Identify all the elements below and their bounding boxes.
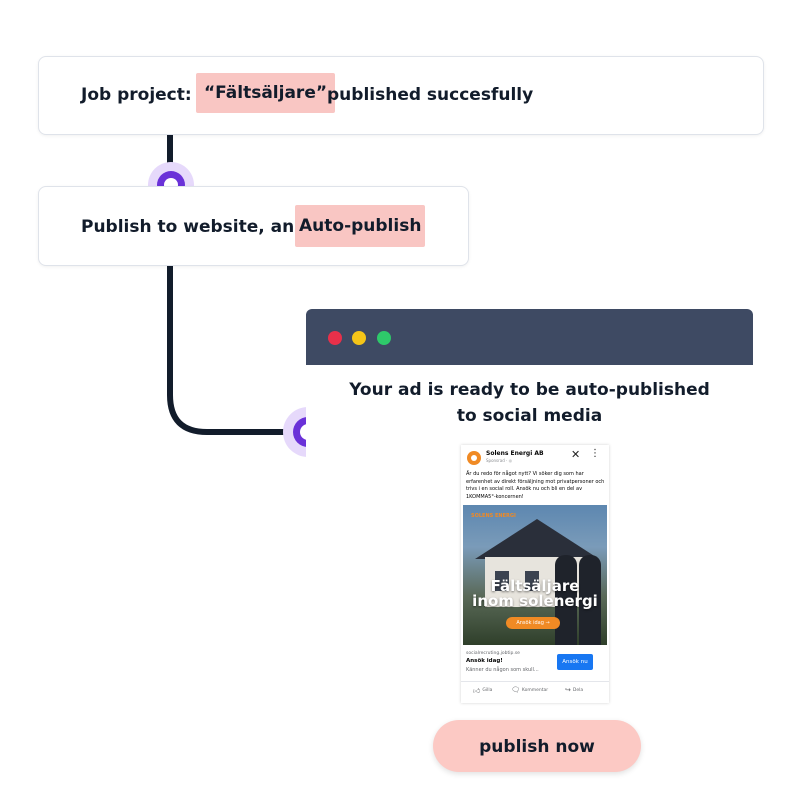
company-avatar bbox=[467, 451, 481, 465]
ready-heading-line-2: to social media bbox=[456, 406, 603, 426]
apply-now-button[interactable]: Ansök nu bbox=[557, 654, 593, 670]
ready-heading-line-1: Your ad is ready to be auto-published bbox=[349, 380, 710, 400]
auto-publish-highlight: Auto-publish bbox=[295, 205, 426, 247]
ad-image: SOLENS ENERGI Fältsäljare inom solenergi… bbox=[463, 505, 607, 645]
like-label: Gilla bbox=[482, 688, 493, 693]
link-description: Känner du någon som skull... bbox=[466, 667, 539, 673]
share-label: Dela bbox=[572, 687, 584, 693]
like-action[interactable]: 👍︎ Gilla bbox=[473, 686, 492, 695]
comment-icon: 🗨︎ bbox=[511, 686, 520, 694]
job-project-label: Job project: bbox=[81, 85, 192, 105]
browser-content: Your ad is ready to be auto-published to… bbox=[306, 365, 753, 755]
thumbs-up-icon: 👍︎ bbox=[473, 687, 481, 695]
link-headline: Ansök idag! bbox=[466, 658, 503, 664]
browser-window: Your ad is ready to be auto-published to… bbox=[306, 309, 753, 755]
publish-now-button[interactable]: publish now bbox=[433, 720, 641, 772]
publish-step-card: Publish to website, and Auto-publish bbox=[38, 186, 469, 266]
image-headline-line-1: Fältsäljare bbox=[490, 577, 580, 595]
job-published-card: Job project: “Fältsäljare” published suc… bbox=[38, 56, 764, 135]
more-options-icon[interactable]: ⋮ bbox=[590, 448, 600, 459]
published-status-text: published succesfully bbox=[327, 85, 534, 105]
close-icon[interactable]: ✕ bbox=[571, 448, 581, 461]
share-action[interactable]: ↪ Dela bbox=[565, 686, 583, 694]
image-headline-line-2: inom solenergi bbox=[472, 592, 598, 610]
image-headline: Fältsäljare inom solenergi bbox=[463, 579, 607, 609]
image-brand-logo: SOLENS ENERGI bbox=[471, 513, 516, 519]
job-name-highlight: “Fältsäljare” bbox=[196, 73, 336, 113]
link-url: socialrecruting.jobtip.se bbox=[466, 651, 520, 656]
minimize-window-dot[interactable] bbox=[352, 331, 366, 345]
comment-label: Kommentar bbox=[521, 687, 549, 693]
social-ad-preview: Solens Energi AB Sponsrad · ◎ ✕ ⋮ Är du … bbox=[461, 445, 609, 703]
image-cta-pill: Ansök idag → bbox=[506, 617, 560, 629]
browser-title-bar bbox=[306, 309, 753, 365]
sponsored-label: Sponsrad · ◎ bbox=[486, 458, 513, 463]
company-name: Solens Energi AB bbox=[486, 450, 544, 457]
ad-body-text: Är du redo för något nytt? Vi söker dig … bbox=[466, 471, 605, 500]
publish-step-text: Publish to website, and bbox=[81, 217, 307, 237]
comment-action[interactable]: 🗨︎ Kommentar bbox=[511, 686, 548, 694]
close-window-dot[interactable] bbox=[328, 331, 342, 345]
share-icon: ↪ bbox=[565, 686, 571, 694]
maximize-window-dot[interactable] bbox=[377, 331, 391, 345]
post-divider bbox=[461, 681, 609, 682]
ready-heading: Your ad is ready to be auto-published to… bbox=[306, 377, 753, 429]
